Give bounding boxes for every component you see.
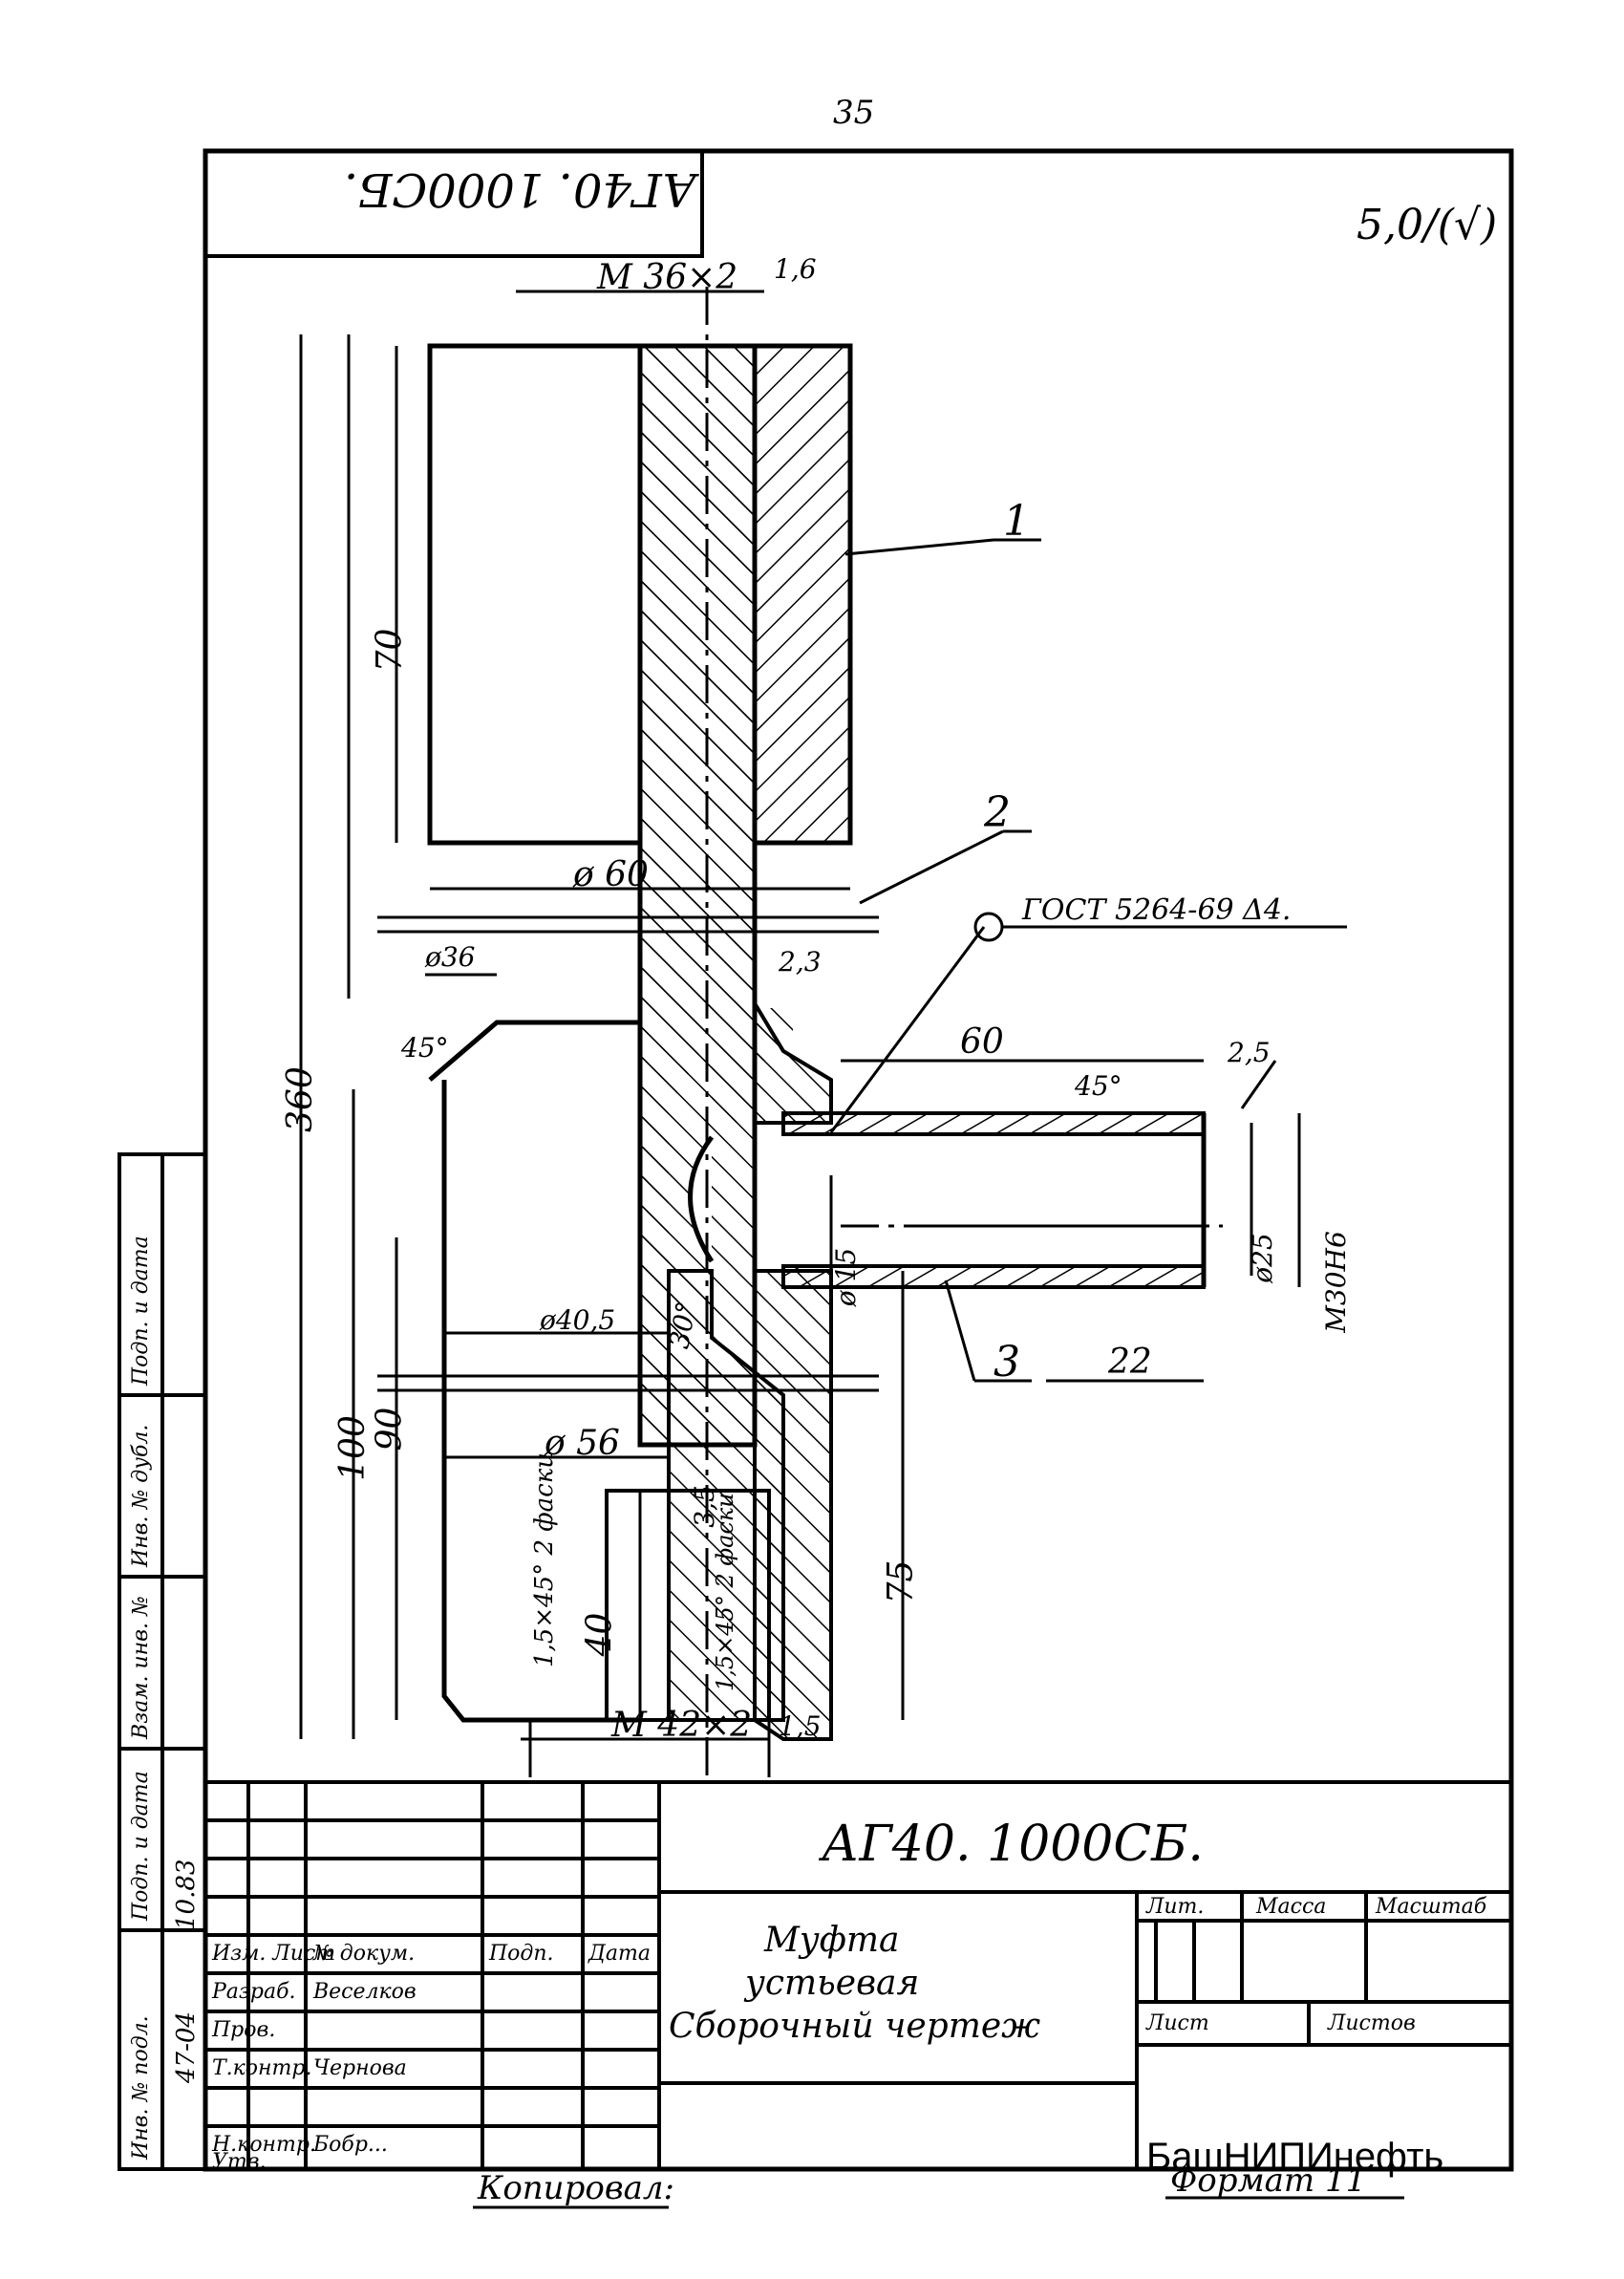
callout-part-3: 3 — [994, 1338, 1020, 1387]
side-vzam-inv: Взам. инв. № — [129, 1596, 153, 1739]
tb-row-5-name: Бобр... — [313, 2133, 388, 2157]
dim-len-40: 40 — [580, 1612, 620, 1657]
title-col-lit: Лит. — [1146, 1895, 1205, 1919]
side-inv-number: 47-04 — [172, 2011, 201, 2083]
tb-row-0-name: № докум. — [313, 1942, 416, 1966]
part-2-body — [428, 343, 833, 1777]
dim-len-360: 360 — [280, 1066, 320, 1132]
dim-dia-36: ø36 — [425, 941, 476, 973]
footer-copied: Копировал: — [478, 2169, 674, 2207]
title-col-scale: Масштаб — [1376, 1895, 1487, 1919]
dim-dia-60: ø 60 — [573, 855, 649, 894]
side-sign-date-2: Подп. и дата — [129, 1771, 153, 1921]
tb-row-0-role: Изм. Лист — [212, 1942, 336, 1966]
dim-thread-m30: М30Н6 — [1319, 1231, 1352, 1333]
dim-len-100: 100 — [332, 1415, 373, 1481]
dim-roughness-25: 2,5 — [1228, 1037, 1271, 1068]
title-line-3: Сборочный чертеж — [669, 2007, 1041, 2046]
tb-row-0-date: Дата — [588, 1942, 651, 1966]
tb-row-1-name: Веселков — [313, 1980, 417, 2004]
title-line-2: устьевая — [745, 1964, 920, 2003]
rotated-drawing-code: АГ40. 1000СБ. — [344, 162, 697, 216]
dim-angle-45-right: 45° — [1075, 1070, 1122, 1102]
tb-row-6-role: Утв. — [212, 2150, 267, 2174]
dim-dia-40-5: ø40,5 — [540, 1304, 616, 1336]
dim-chamfer-top: 1,6 — [774, 253, 817, 285]
dim-len-75: 75 — [881, 1559, 921, 1604]
side-sign-date: Подп. и дата — [129, 1236, 153, 1386]
dimension-lines — [299, 290, 1347, 1741]
dim-angle-45-left: 45° — [401, 1032, 449, 1064]
page-number: 35 — [833, 94, 875, 132]
title-block-code: АГ40. 1000СБ. — [822, 1816, 1204, 1873]
left-side-strip — [118, 1152, 207, 2171]
organization-name: БашНИПИнефть — [1146, 2136, 1444, 2178]
dim-dia-25: ø25 — [1246, 1233, 1278, 1283]
dim-chamfer-left: 1,5×45° 2 фаски — [530, 1452, 559, 1667]
tb-row-3-role: Т.контр. — [212, 2056, 312, 2080]
tb-row-3-name: Чернова — [313, 2056, 407, 2080]
title-sheets: Листов — [1328, 2011, 1416, 2035]
title-block-grid — [203, 1780, 1513, 2171]
dim-thread-top: М 36×2 — [597, 258, 738, 297]
dim-chamfer-2-3: 2,3 — [779, 946, 822, 978]
title-line-1: Муфта — [764, 1921, 900, 1960]
callout-part-2: 2 — [984, 788, 1011, 837]
dim-dia-56: ø 56 — [545, 1424, 620, 1463]
footer-format: Формат 11 — [1170, 2161, 1367, 2200]
part-1-nut — [427, 343, 853, 846]
side-inv-podl: Инв. № подл. — [129, 2015, 153, 2160]
title-col-mass: Масса — [1256, 1895, 1327, 1919]
title-sheet: Лист — [1146, 2011, 1209, 2035]
tb-row-2-role: Пров. — [212, 2018, 276, 2042]
dim-dia-15: ø 15 — [830, 1247, 863, 1307]
callout-part-1: 1 — [1003, 497, 1030, 546]
side-date: 10.83 — [172, 1859, 201, 1930]
dim-len-70: 70 — [370, 628, 410, 673]
footer-underlines — [473, 2196, 1404, 2209]
center-lines — [377, 287, 1223, 1777]
dim-len-60: 60 — [960, 1022, 1004, 1062]
dim-len-90: 90 — [370, 1407, 410, 1451]
tb-row-0-sign: Подп. — [489, 1942, 554, 1966]
dim-chamfer-inner: 1,5×45° 2 фаски — [712, 1493, 738, 1691]
tb-row-1-role: Разраб. — [212, 1980, 296, 2004]
side-inv-dubl: Инв. № дубл. — [129, 1424, 153, 1567]
callout-weld-standard: ГОСТ 5264-69 Δ4. — [1022, 893, 1292, 927]
part-3-branch — [781, 1111, 1207, 1289]
dim-thread-bottom: М 42×2 — [611, 1706, 753, 1745]
dim-len-22: 22 — [1108, 1343, 1152, 1382]
dim-chamfer-bottom: 1,5 — [779, 1710, 822, 1742]
tb-row-5-role: Н.контр. — [212, 2133, 316, 2157]
roughness-mark: 5,0/(√) — [1357, 201, 1498, 249]
